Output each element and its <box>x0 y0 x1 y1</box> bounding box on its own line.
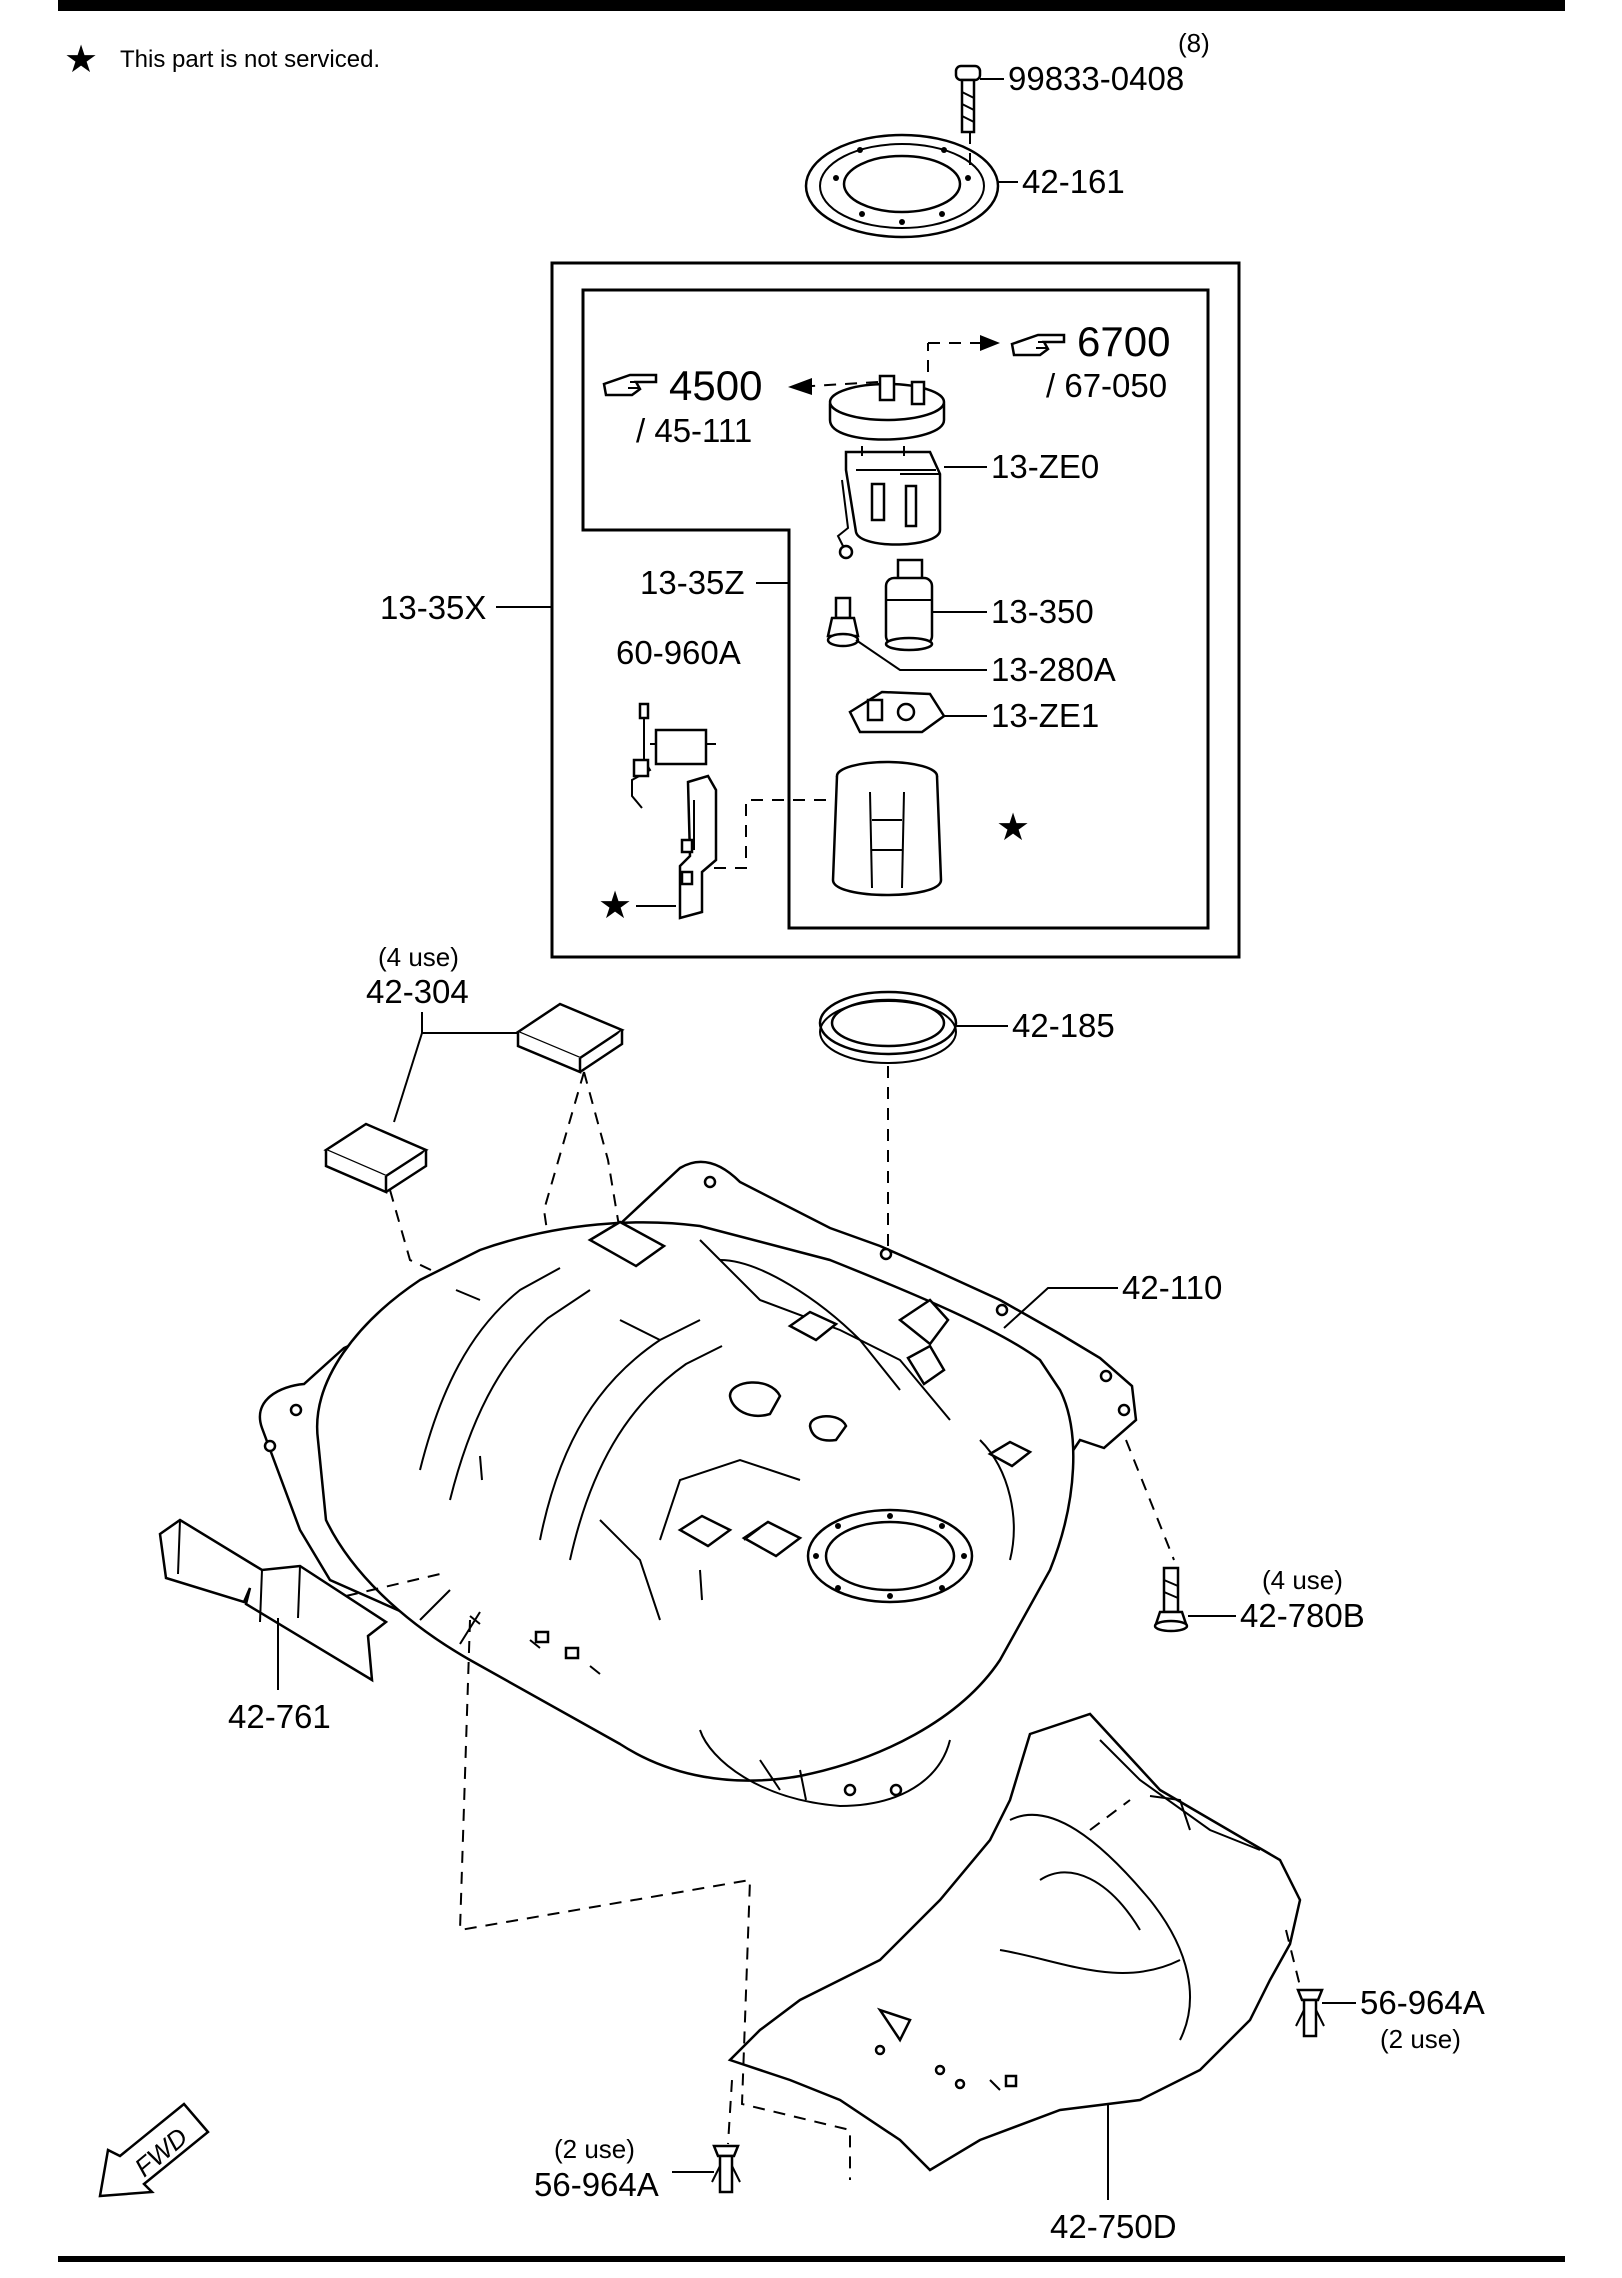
assembly-frame-13-35x <box>550 261 1241 959</box>
gasket-42-185-drawing <box>818 990 958 1064</box>
sender-bracket-drawing <box>678 774 718 920</box>
not-serviced-star-icon: ★ <box>996 807 1030 849</box>
fuel-pump-module-13-ze0-drawing <box>828 374 946 560</box>
part-label-42-761: 42-761 <box>228 1698 331 1735</box>
strap-bolt-42-780b-drawing <box>1153 1566 1189 1633</box>
part-label-42-750d: 42-750D <box>1050 2208 1177 2245</box>
hand-pointer-icon <box>602 373 658 397</box>
insulator-pad-drawing <box>515 1002 625 1074</box>
part-label-13-ze1: 13-ZE1 <box>991 697 1099 734</box>
bolt-quantity: (8) <box>1178 28 1210 58</box>
part-label-42-110: 42-110 <box>1122 1269 1222 1306</box>
reference-number-6700: 6700 <box>1077 318 1170 365</box>
reservoir-cup-drawing <box>831 760 943 897</box>
part-label-13-ze0: 13-ZE0 <box>991 448 1099 485</box>
star-icon: ★ <box>64 39 98 81</box>
part-label-60-960a: 60-960A <box>616 634 741 671</box>
not-serviced-star-icon: ★ <box>598 885 632 927</box>
clip-56-964a-drawing <box>711 2144 741 2194</box>
not-serviced-notice: This part is not serviced. <box>120 46 380 73</box>
top-border-bar <box>58 0 1565 11</box>
clip-quantity-right: (2 use) <box>1380 2024 1461 2054</box>
fwd-arrow-icon: FWD <box>98 2102 210 2198</box>
clip-quantity-bottom: (2 use) <box>554 2134 635 2164</box>
fuel-gauge-sender-60-960a-drawing <box>631 702 716 809</box>
part-label-13-350: 13-350 <box>991 593 1094 630</box>
part-label-13-35z: 13-35Z <box>640 564 745 601</box>
part-label-42-185: 42-185 <box>1012 1007 1115 1044</box>
under-cover-42-750d-drawing <box>727 1712 1302 2172</box>
filter-cover-13-ze1-drawing <box>848 690 946 734</box>
retainer-ring-42-161-drawing <box>804 133 1000 239</box>
hand-pointer-icon <box>1010 333 1066 357</box>
clip-56-964a-drawing <box>1295 1988 1325 2038</box>
part-label-42-161: 42-161 <box>1022 163 1125 200</box>
reference-sub-45-111: / 45-111 <box>636 412 752 449</box>
fuel-pump-13-350-drawing <box>884 558 934 652</box>
part-label-42-780b: 42-780B <box>1240 1597 1365 1634</box>
assembly-frame-13-35z <box>581 288 1210 930</box>
fuel-tank-42-110-drawing <box>258 1160 1138 1808</box>
part-label-42-304: 42-304 <box>366 973 469 1010</box>
bottom-border-bar <box>58 2256 1565 2262</box>
insulator-pad-drawing <box>323 1122 429 1194</box>
insulator-42-761-drawing <box>158 1518 389 1683</box>
part-label-99833-0408: 99833-0408 <box>1008 60 1184 97</box>
reference-number-4500: 4500 <box>669 362 762 409</box>
pressure-regulator-13-280a-drawing <box>826 596 860 648</box>
part-label-56-964a-bottom: 56-964A <box>534 2166 659 2203</box>
strap-bolt-quantity: (4 use) <box>1262 1565 1343 1595</box>
bolt-99833-0408-drawing <box>954 64 982 134</box>
reference-sub-67-050: / 67-050 <box>1046 367 1167 404</box>
part-label-13-35x: 13-35X <box>380 589 486 626</box>
pad-quantity: (4 use) <box>378 942 459 972</box>
part-label-56-964a-right: 56-964A <box>1360 1984 1485 2021</box>
part-label-13-280a: 13-280A <box>991 651 1116 688</box>
